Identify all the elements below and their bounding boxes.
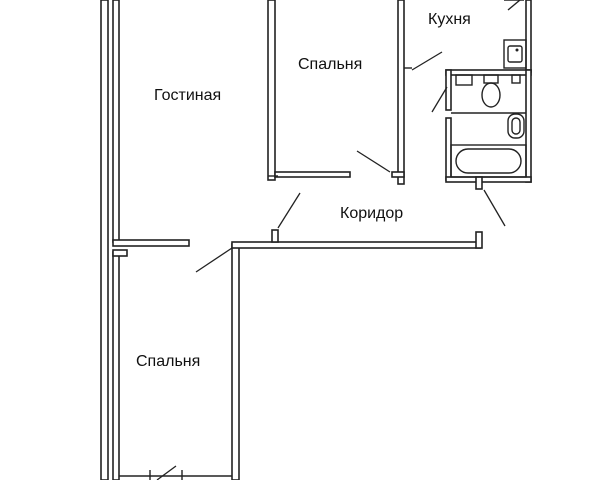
door-bedroom-top-leaf	[356, 150, 391, 173]
wall-bedroom-top-left	[267, 0, 276, 181]
wall-bathroom-right	[525, 69, 532, 183]
wall-bedroom-bottom-right	[231, 243, 240, 480]
door-bedroom-bottom-leaf	[156, 465, 177, 480]
washbasin-icon	[507, 113, 525, 139]
wall-bedroom-top-bottom	[274, 171, 351, 178]
wall-bathroom-bottom	[445, 176, 532, 183]
door-corridor-leaf	[277, 192, 301, 229]
wall-kitchen-right	[525, 0, 532, 73]
wall-bedroom-bottom-top	[112, 249, 128, 257]
toilet-icon	[481, 74, 501, 108]
door-kitchen-leaf	[411, 51, 443, 71]
wall-corridor-stub	[271, 229, 279, 243]
door-wc-leaf	[431, 86, 448, 113]
bathtub-icon	[450, 144, 527, 178]
wall-corridor-bottom	[231, 241, 481, 249]
hood-icon	[504, 0, 524, 11]
wall-bathroom-top	[445, 69, 532, 76]
room-label-bedroom-top: Спальня	[298, 56, 363, 73]
wall-bedroom-bottom-left	[112, 251, 120, 480]
door-bathroom-leaf	[483, 189, 506, 227]
shelf-icon	[455, 74, 473, 86]
wall-living-bottom	[112, 239, 190, 247]
wall-bedroom-top-right	[397, 0, 405, 185]
pipe-icon	[511, 74, 521, 84]
wall-left-outer	[100, 0, 109, 480]
wall-corridor-bottom-end	[475, 231, 483, 249]
wall-bedroom-top-bottom-stub	[391, 171, 405, 178]
wall-bathroom-left-lower	[445, 117, 452, 181]
wall-bathroom-door-stub	[475, 176, 483, 190]
room-label-corridor: Коридор	[340, 205, 404, 222]
sink-icon	[503, 39, 527, 69]
room-label-bedroom-bottom: Спальня	[136, 353, 201, 370]
door-living-leaf	[195, 247, 233, 273]
room-label-living: Гостиная	[154, 87, 222, 104]
room-label-kitchen: Кухня	[428, 11, 471, 28]
wall-living-right	[112, 0, 120, 243]
wall-bathroom-left-upper	[445, 69, 452, 111]
